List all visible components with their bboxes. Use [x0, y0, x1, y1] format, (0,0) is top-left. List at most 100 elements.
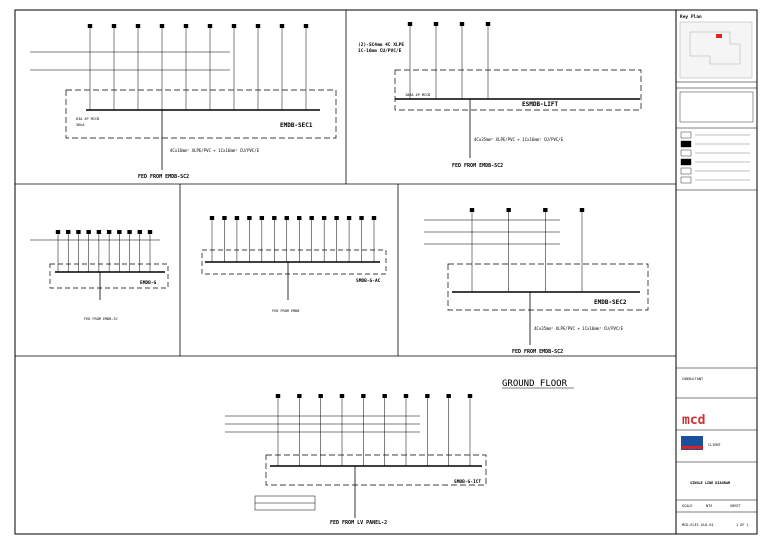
svg-text:FED FROM EMDB: FED FROM EMDB	[272, 309, 299, 313]
panel-esmdb-lift: (2)-SC4mm 4C XLPE 1C-16mm CU/PVC/E ESMDB…	[358, 22, 642, 169]
panel-name: SMDB-G-ICT	[454, 479, 481, 485]
legend-swatch	[680, 158, 692, 166]
breaker-symbol	[259, 216, 265, 220]
legend-swatch	[680, 167, 692, 175]
sheet-label: SHEET	[730, 504, 741, 508]
breaker-symbol	[318, 394, 323, 398]
breaker-symbol	[76, 230, 81, 234]
breaker-symbol	[86, 230, 91, 234]
sheet-border	[14, 9, 758, 535]
breaker-symbol	[231, 24, 237, 28]
breaker-symbol	[371, 216, 377, 220]
breaker-symbol	[247, 216, 252, 220]
feeder-cable: 4Cx35mm² XLPE/PVC + 1Cx16mm² CU/PVC/E	[534, 326, 624, 331]
key-plan-map	[679, 21, 753, 79]
scale-label: SCALE	[682, 504, 693, 508]
project-logo: mcd	[682, 413, 705, 428]
breaker-symbol	[222, 216, 227, 220]
breaker-symbol	[284, 216, 289, 220]
breaker-symbol	[446, 394, 451, 398]
drawing-title: SINGLE LINE DIAGRAM	[690, 481, 730, 485]
breaker-symbol	[361, 394, 366, 398]
panel-name: EMDB-SEC1	[280, 122, 313, 129]
legend-swatch	[680, 140, 692, 148]
breaker-symbol	[543, 208, 548, 212]
breaker-symbol	[207, 24, 213, 28]
breaker-symbol	[135, 24, 141, 28]
breaker-symbol	[334, 216, 339, 220]
breaker-symbol	[469, 208, 475, 212]
title-block: Key Plan CONSULTANT mcd CLIENT SINGLE LI…	[676, 14, 757, 527]
breaker-symbol	[117, 230, 122, 234]
breaker-symbol	[297, 394, 302, 398]
breaker-symbol	[433, 22, 439, 26]
breaker-symbol	[279, 24, 285, 28]
feed-label: FED FROM EMDB-SC2	[452, 163, 503, 169]
feeder-cable: 4Cx35mm² XLPE/PVC + 1Cx16mm² CU/PVC/E	[474, 137, 564, 142]
breaker-symbol	[303, 24, 309, 28]
feeder-cable: 4Cx16mm² XLPE/PVC + 1Cx16mm² CU/PVC/E	[170, 148, 260, 153]
panel-emdb-sec2: EMDB-SEC2 4Cx35mm² XLPE/PVC + 1Cx16mm² C…	[424, 208, 649, 355]
key-plan-title: Key Plan	[680, 14, 702, 20]
legend-swatch	[680, 176, 692, 184]
panel-name: SMDB-G-AC	[356, 278, 381, 284]
breaker-symbol	[407, 22, 413, 26]
breaker-symbol	[579, 208, 585, 212]
breaker-symbol	[106, 230, 112, 234]
breaker-symbol	[382, 394, 387, 398]
breaker-symbol	[272, 216, 277, 220]
breaker-symbol	[403, 394, 409, 398]
breaker-symbol	[346, 216, 352, 220]
client-label: CLIENT	[708, 443, 722, 447]
breaker-symbol	[275, 394, 281, 398]
breaker-symbol	[159, 24, 165, 28]
breaker-symbol	[137, 230, 142, 234]
legend-swatch	[680, 149, 692, 157]
breaker-symbol	[459, 22, 465, 26]
svg-text:FED FROM EMDB-SC: FED FROM EMDB-SC	[84, 317, 118, 321]
breaker-symbol	[297, 216, 302, 220]
floor-title: GROUND FLOOR	[502, 379, 568, 389]
panel-emdb-sec1: EMDB-SEC1 4Cx16mm² XLPE/PVC + 1Cx16mm² C…	[30, 24, 337, 180]
breaker-symbol	[359, 216, 364, 220]
notes-box	[679, 91, 754, 123]
panel-name: EMDB-SEC2	[594, 299, 627, 306]
legend-swatch	[680, 131, 692, 139]
panel-name: ESMDB-LIFT	[522, 101, 559, 108]
breaker-symbol	[255, 24, 261, 28]
sheet-value: 1 OF 1	[736, 523, 749, 527]
panel-name: EMDB-G	[140, 280, 157, 286]
breaker-symbol	[111, 24, 117, 28]
breaker-symbol	[485, 22, 491, 26]
breaker-symbol	[87, 24, 93, 28]
breaker-symbol	[339, 394, 345, 398]
svg-text:1C-16mm CU/PVC/E: 1C-16mm CU/PVC/E	[358, 48, 402, 54]
breaker-symbol	[209, 216, 215, 220]
key-plan-marker	[716, 34, 722, 38]
scale-value: NTS	[706, 504, 712, 508]
panel-smdb-g-ac: SMDB-G-AC FED FROM EMDB	[201, 216, 387, 313]
breaker-symbol	[234, 216, 240, 220]
breaker-symbol	[425, 394, 430, 398]
breaker-symbol	[309, 216, 314, 220]
breaker-symbol	[506, 208, 511, 212]
breaker-symbol	[321, 216, 327, 220]
feed-label: FED FROM EMDB-SC2	[512, 349, 563, 355]
feed-label: FED FROM EMDB-SC2	[138, 174, 189, 180]
svg-text:36kA: 36kA	[76, 123, 85, 127]
breaker-symbol	[66, 230, 71, 234]
panel-emdb-g: EMDB-G FED FROM EMDB-SC	[30, 230, 169, 321]
consultant-label: CONSULTANT	[682, 377, 704, 381]
breaker-symbol	[55, 230, 61, 234]
drawing-number: MCD-ELEC-SLD-01	[682, 523, 714, 527]
svg-text:100A 4P MCCB: 100A 4P MCCB	[405, 93, 430, 97]
svg-text:63A 4P MCCB: 63A 4P MCCB	[76, 117, 99, 121]
panel-smdb-g-ict: GROUND FLOOR SMDB-G-ICT FED FROM LV PANE…	[225, 379, 574, 526]
breaker-symbol	[467, 394, 473, 398]
svg-text:(2)-SC4mm 4C XLPE: (2)-SC4mm 4C XLPE	[358, 42, 404, 48]
feed-label: FED FROM LV PANEL-2	[330, 520, 387, 526]
breaker-symbol	[96, 230, 102, 234]
breaker-symbol	[183, 24, 189, 28]
breaker-symbol	[147, 230, 153, 234]
